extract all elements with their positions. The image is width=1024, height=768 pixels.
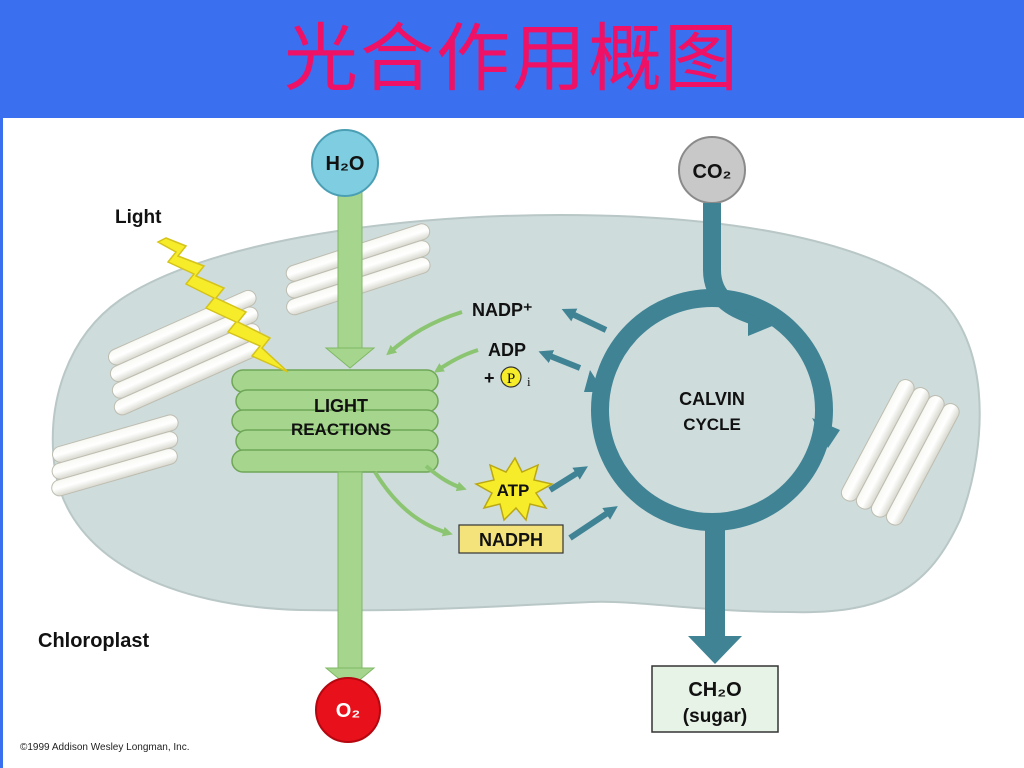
ch2o-label: CH₂O (688, 679, 741, 701)
light-reactions-label-2: REACTIONS (291, 420, 391, 439)
pi-plus-label: + (484, 368, 495, 388)
sugar-box (651, 665, 779, 733)
h2o-arrow-head (324, 347, 376, 369)
arrow-light-to-atp (424, 464, 467, 492)
atp-label: ATP (497, 481, 530, 500)
thylakoid-stack-right (840, 379, 960, 526)
thylakoid-stack-left-lower (51, 414, 179, 497)
pi-letter: P (507, 371, 515, 387)
light-label: Light (115, 207, 162, 228)
chloroplast-label: Chloroplast (38, 630, 149, 652)
h2o-label: H₂O (326, 153, 365, 175)
h2o-arrow-shaft (337, 181, 363, 351)
arrow-adp-to-light (433, 348, 479, 373)
calvin-ring-arrow-left (584, 370, 604, 392)
light-reactions-stack (231, 369, 439, 473)
nadp-plus-label: NADP⁺ (472, 300, 533, 320)
arrow-to-nadp (561, 308, 608, 333)
o2-circle (315, 677, 381, 743)
phosphate-icon (500, 366, 522, 388)
page-title: 光合作用概图 (284, 16, 740, 102)
calvin-label-2: CYCLE (683, 415, 741, 434)
co2-label: CO₂ (693, 161, 732, 183)
adp-label: ADP (488, 340, 526, 360)
arrow-light-to-nadph (373, 470, 453, 537)
o2-arrow-shaft (337, 471, 363, 671)
title-bar (0, 0, 1024, 118)
pi-subscript: i (527, 374, 531, 389)
light-reactions-label-1: LIGHT (314, 396, 368, 416)
arrow-to-adp (538, 350, 582, 371)
arrow-nadph-to-calvin (568, 506, 618, 541)
arrow-nadp-to-light (386, 310, 463, 356)
calvin-ring-arrow-right (812, 418, 840, 448)
calvin-label-1: CALVIN (679, 389, 745, 409)
atp-starburst-icon (473, 456, 555, 522)
copyright-text: ©1999 Addison Wesley Longman, Inc. (20, 742, 190, 753)
h2o-circle (311, 129, 379, 197)
arrow-atp-to-calvin (548, 466, 588, 493)
nadph-box (458, 524, 564, 554)
left-border-strip (0, 118, 3, 768)
nadph-label: NADPH (479, 530, 543, 550)
sugar-arrow-shaft (705, 520, 725, 640)
light-bolt-icon (156, 237, 289, 373)
sugar-arrow-head (688, 636, 742, 664)
sugar-label: (sugar) (683, 706, 747, 727)
o2-label: O₂ (336, 700, 360, 722)
